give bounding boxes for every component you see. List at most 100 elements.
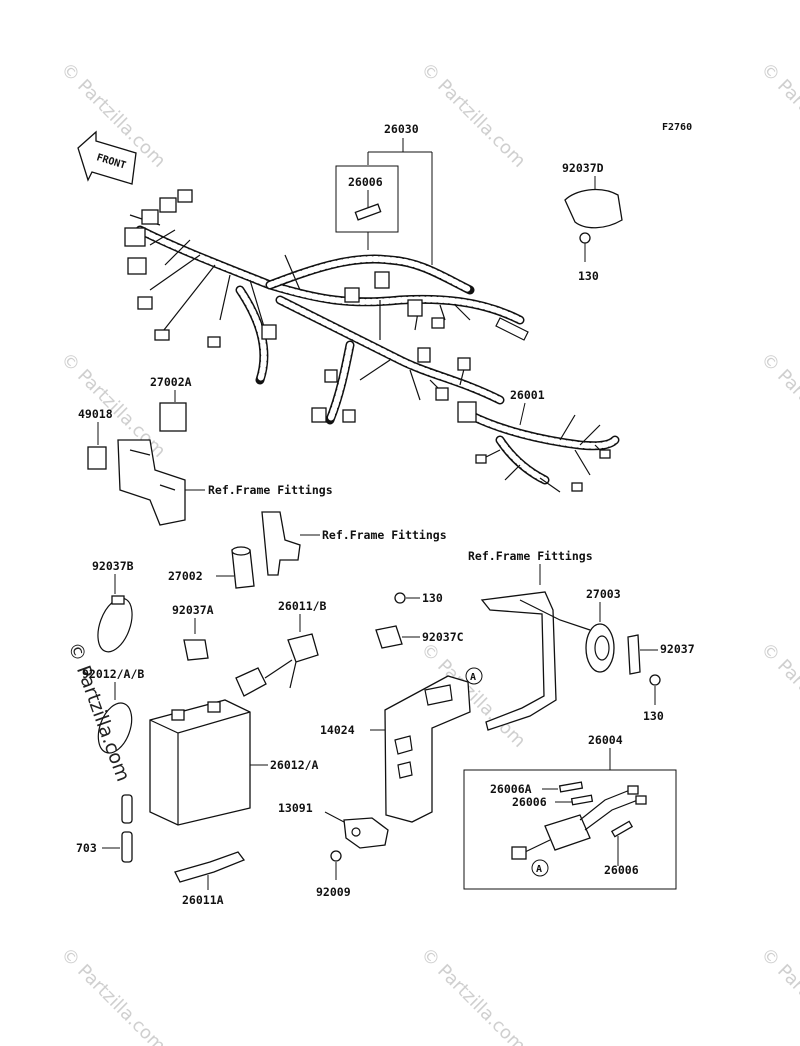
relay-cylinder-icon [231,549,255,589]
label-92037A: 92037A [172,603,214,617]
fuse-icon [558,781,584,793]
clip-icon [183,639,209,661]
label-130-top: 130 [578,269,599,283]
label-26001: 26001 [510,388,545,402]
connector [261,324,277,340]
watermark: © Partzilla.com [756,349,800,462]
fuse-icon [570,794,594,806]
connector [511,846,527,860]
label-27003: 27003 [586,587,621,601]
ref-frame-fittings-1: Ref.Frame Fittings [208,483,333,497]
watermark: © Partzilla.com [416,59,529,172]
connector [154,329,170,341]
bracket-icon [343,817,389,849]
ref-frame-fittings-3: Ref.Frame Fittings [468,549,593,563]
callout-A-circle [465,667,483,685]
part-26011A: 26011A [174,851,246,907]
band-icon [97,702,133,754]
connector [207,336,221,348]
connector [124,227,146,247]
callout-A-circle [531,859,549,877]
watermark: © Partzilla.com [756,59,800,172]
label-703: 703 [76,841,97,855]
diagram-code: F2760 [662,122,692,133]
terminal [571,482,583,492]
part-27002: Ref.Frame Fittings 27002 [168,511,447,589]
fuse-box-26006 [335,165,399,233]
front-arrow-icon: FRONT [77,130,137,185]
label-92012AB: 92012/A/B [82,667,144,681]
label-27002: 27002 [168,569,203,583]
connector [417,347,431,363]
watermark-dark: © Partzilla.com [63,639,134,784]
connector [324,369,338,383]
connector [311,407,327,423]
label-26030: 26030 [384,122,419,136]
label-27002A: 27002A [150,375,192,389]
label-92037C: 92037C [422,630,464,644]
part-26004-kit: 26004 26006A 26006 A 26006 [463,733,677,890]
part-26001: 26001 [457,388,620,493]
part-92037A: 92037A [172,603,214,661]
connector [137,296,153,310]
clip-icon [375,625,403,649]
main-harness [124,189,529,425]
watermark: © Partzilla.com [756,639,800,752]
horn-icon [585,623,615,673]
connector [407,299,423,317]
part-92009: 92009 [316,850,351,899]
label-49018: 49018 [78,407,113,421]
part-92037D: 92037D 130 [562,161,623,283]
cover-icon [384,675,471,823]
battery-26012A: 26012/A [149,699,319,826]
label-130-right: 130 [643,709,664,723]
bolt-icon [649,674,661,686]
label-13091: 13091 [278,801,313,815]
label-26006-low: 26006 [604,863,639,877]
connector [457,401,477,423]
clamp-icon [564,188,623,229]
watermark: © Partzilla.com [56,944,169,1046]
connector [177,189,193,203]
part-703: 703 [76,794,133,863]
label-92037B: 92037B [92,559,134,573]
label-26006-mid: 26006 [512,795,547,809]
horn-bracket: Ref.Frame Fittings [468,549,593,731]
tube-icon [121,831,133,863]
part-92012AB: 92012/A/B [82,667,144,754]
fuse-holder-icon [544,814,591,851]
label-26006-top: 26006 [348,175,383,189]
connector [159,197,177,213]
callout-A2: A [536,864,542,875]
connector [344,287,360,303]
part-27002A: 27002A [150,375,192,432]
cable-icon [174,851,246,883]
switch-icon [87,446,107,470]
label-26004: 26004 [588,733,623,747]
label-26011A: 26011A [182,893,224,907]
label-92037: 92037 [660,642,695,656]
terminal [599,449,611,459]
connector [457,357,471,371]
tube-icon [121,794,133,824]
bracket-icon [261,511,301,576]
label-130-mid: 130 [422,591,443,605]
watermark: © Partzilla.com [416,944,529,1046]
fuse-icon [610,820,634,838]
terminal-cover-icon [235,667,267,697]
label-26006A: 26006A [490,782,532,796]
label-92009: 92009 [316,885,351,899]
connector [342,409,356,423]
fuse-icon [354,203,382,221]
label-26011B: 26011/B [278,599,327,613]
watermark: © Partzilla.com [56,349,169,462]
bolt-icon [394,592,406,604]
frame-bracket-1: Ref.Frame Fittings [117,439,333,526]
bolt-icon [579,232,591,244]
label-14024: 14024 [320,723,355,737]
part-26011B: 26011/B [235,599,327,697]
ref-frame-fittings-2: Ref.Frame Fittings [322,528,447,542]
part-27003: 27003 92037 130 [585,587,695,723]
part-130-mid: 130 [394,591,443,605]
